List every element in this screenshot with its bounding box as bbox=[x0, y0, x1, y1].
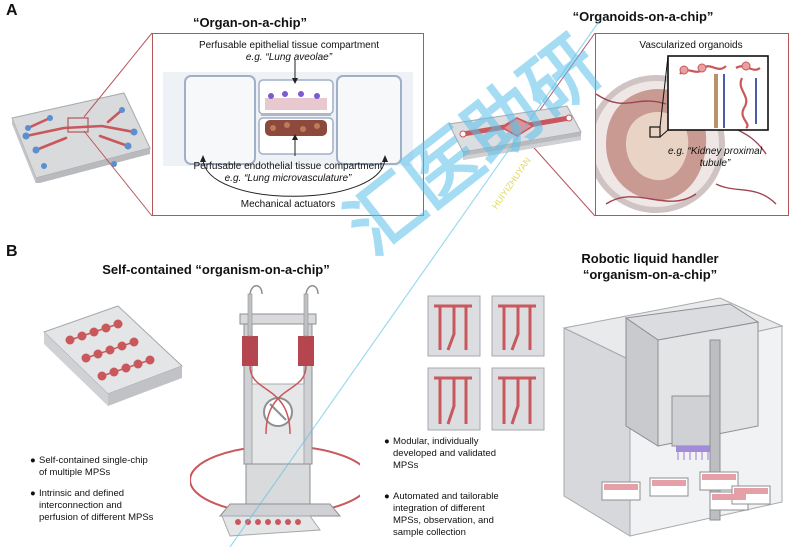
bullet-mid-1-line2: developed and validated bbox=[393, 448, 497, 459]
bullet-left-1-line1: Self-contained single-chip bbox=[39, 455, 148, 466]
bullet-mid-2-line1: Automated and tailorable bbox=[393, 491, 499, 502]
bullet-mid-2-line4: sample collection bbox=[393, 527, 466, 538]
robotic-title-line2: “organism-on-a-chip” bbox=[582, 267, 718, 282]
bullet-glyph: ● bbox=[384, 436, 390, 447]
single-chip-multi-mps bbox=[43, 305, 183, 406]
bullet-glyph: ● bbox=[30, 488, 36, 499]
organoid-chip-illustration bbox=[448, 105, 582, 160]
panel-a-letter: A bbox=[6, 2, 18, 19]
organ-on-a-chip-title: “Organ-on-a-chip” bbox=[192, 15, 308, 30]
organ-chip-illustration bbox=[11, 92, 151, 183]
bullet-left-1-line2: of multiple MPSs bbox=[39, 467, 111, 478]
organ-chip-cross-section bbox=[163, 60, 413, 197]
endothelial-example: e.g. “Lung microvasculature” bbox=[224, 173, 352, 184]
robotic-liquid-handler-illustration bbox=[562, 297, 784, 537]
bullet-mid-1: ●Modular, individually developed and val… bbox=[384, 436, 529, 472]
mechanical-actuators-label: Mechanical actuators bbox=[240, 199, 336, 210]
bullet-left-2: ●Intrinsic and defined interconnection a… bbox=[30, 488, 170, 524]
epithelial-compartment-label: Perfusable epithelial tissue compartment bbox=[198, 40, 380, 51]
endothelial-compartment-label: Perfusable endothelial tissue compartmen… bbox=[193, 161, 383, 172]
epithelial-example: e.g. “Lung aveolae” bbox=[245, 52, 333, 63]
robotic-title-line1: Robotic liquid handler bbox=[581, 251, 719, 266]
self-contained-title: Self-contained “organism-on-a-chip” bbox=[102, 262, 330, 277]
perfusion-stand-illustration bbox=[190, 285, 360, 537]
bullet-mid-2: ●Automated and tailorable integration of… bbox=[384, 491, 534, 539]
bullet-left-2-line2: interconnection and bbox=[39, 500, 122, 511]
organoid-zoom-frame bbox=[595, 33, 789, 216]
organ-chip-zoom-frame bbox=[152, 33, 424, 216]
bullet-mid-2-line3: MPSs, observation, and bbox=[393, 515, 494, 526]
bullet-glyph: ● bbox=[384, 491, 390, 502]
bullet-left-1: ●Self-contained single-chip of multiple … bbox=[30, 455, 165, 479]
organoids-on-a-chip-title: “Organoids-on-a-chip” bbox=[572, 9, 714, 24]
vascularized-organoids-label: Vascularized organoids bbox=[639, 40, 743, 51]
bullet-mid-1-line1: Modular, individually bbox=[393, 436, 479, 447]
modular-mps-chips bbox=[427, 295, 545, 431]
bullet-mid-1-line3: MPSs bbox=[393, 460, 419, 471]
bullet-mid-2-line2: integration of different bbox=[393, 503, 485, 514]
bullet-glyph: ● bbox=[30, 455, 36, 466]
bullet-left-2-line3: perfusion of different MPSs bbox=[39, 512, 154, 523]
bullet-left-2-line1: Intrinsic and defined bbox=[39, 488, 125, 499]
kidney-example-line2: tubule” bbox=[699, 158, 731, 169]
panel-b-letter: B bbox=[6, 243, 18, 260]
vascularized-organoid bbox=[596, 55, 777, 213]
kidney-example-line1: e.g. “Kidney proximal bbox=[668, 146, 762, 157]
